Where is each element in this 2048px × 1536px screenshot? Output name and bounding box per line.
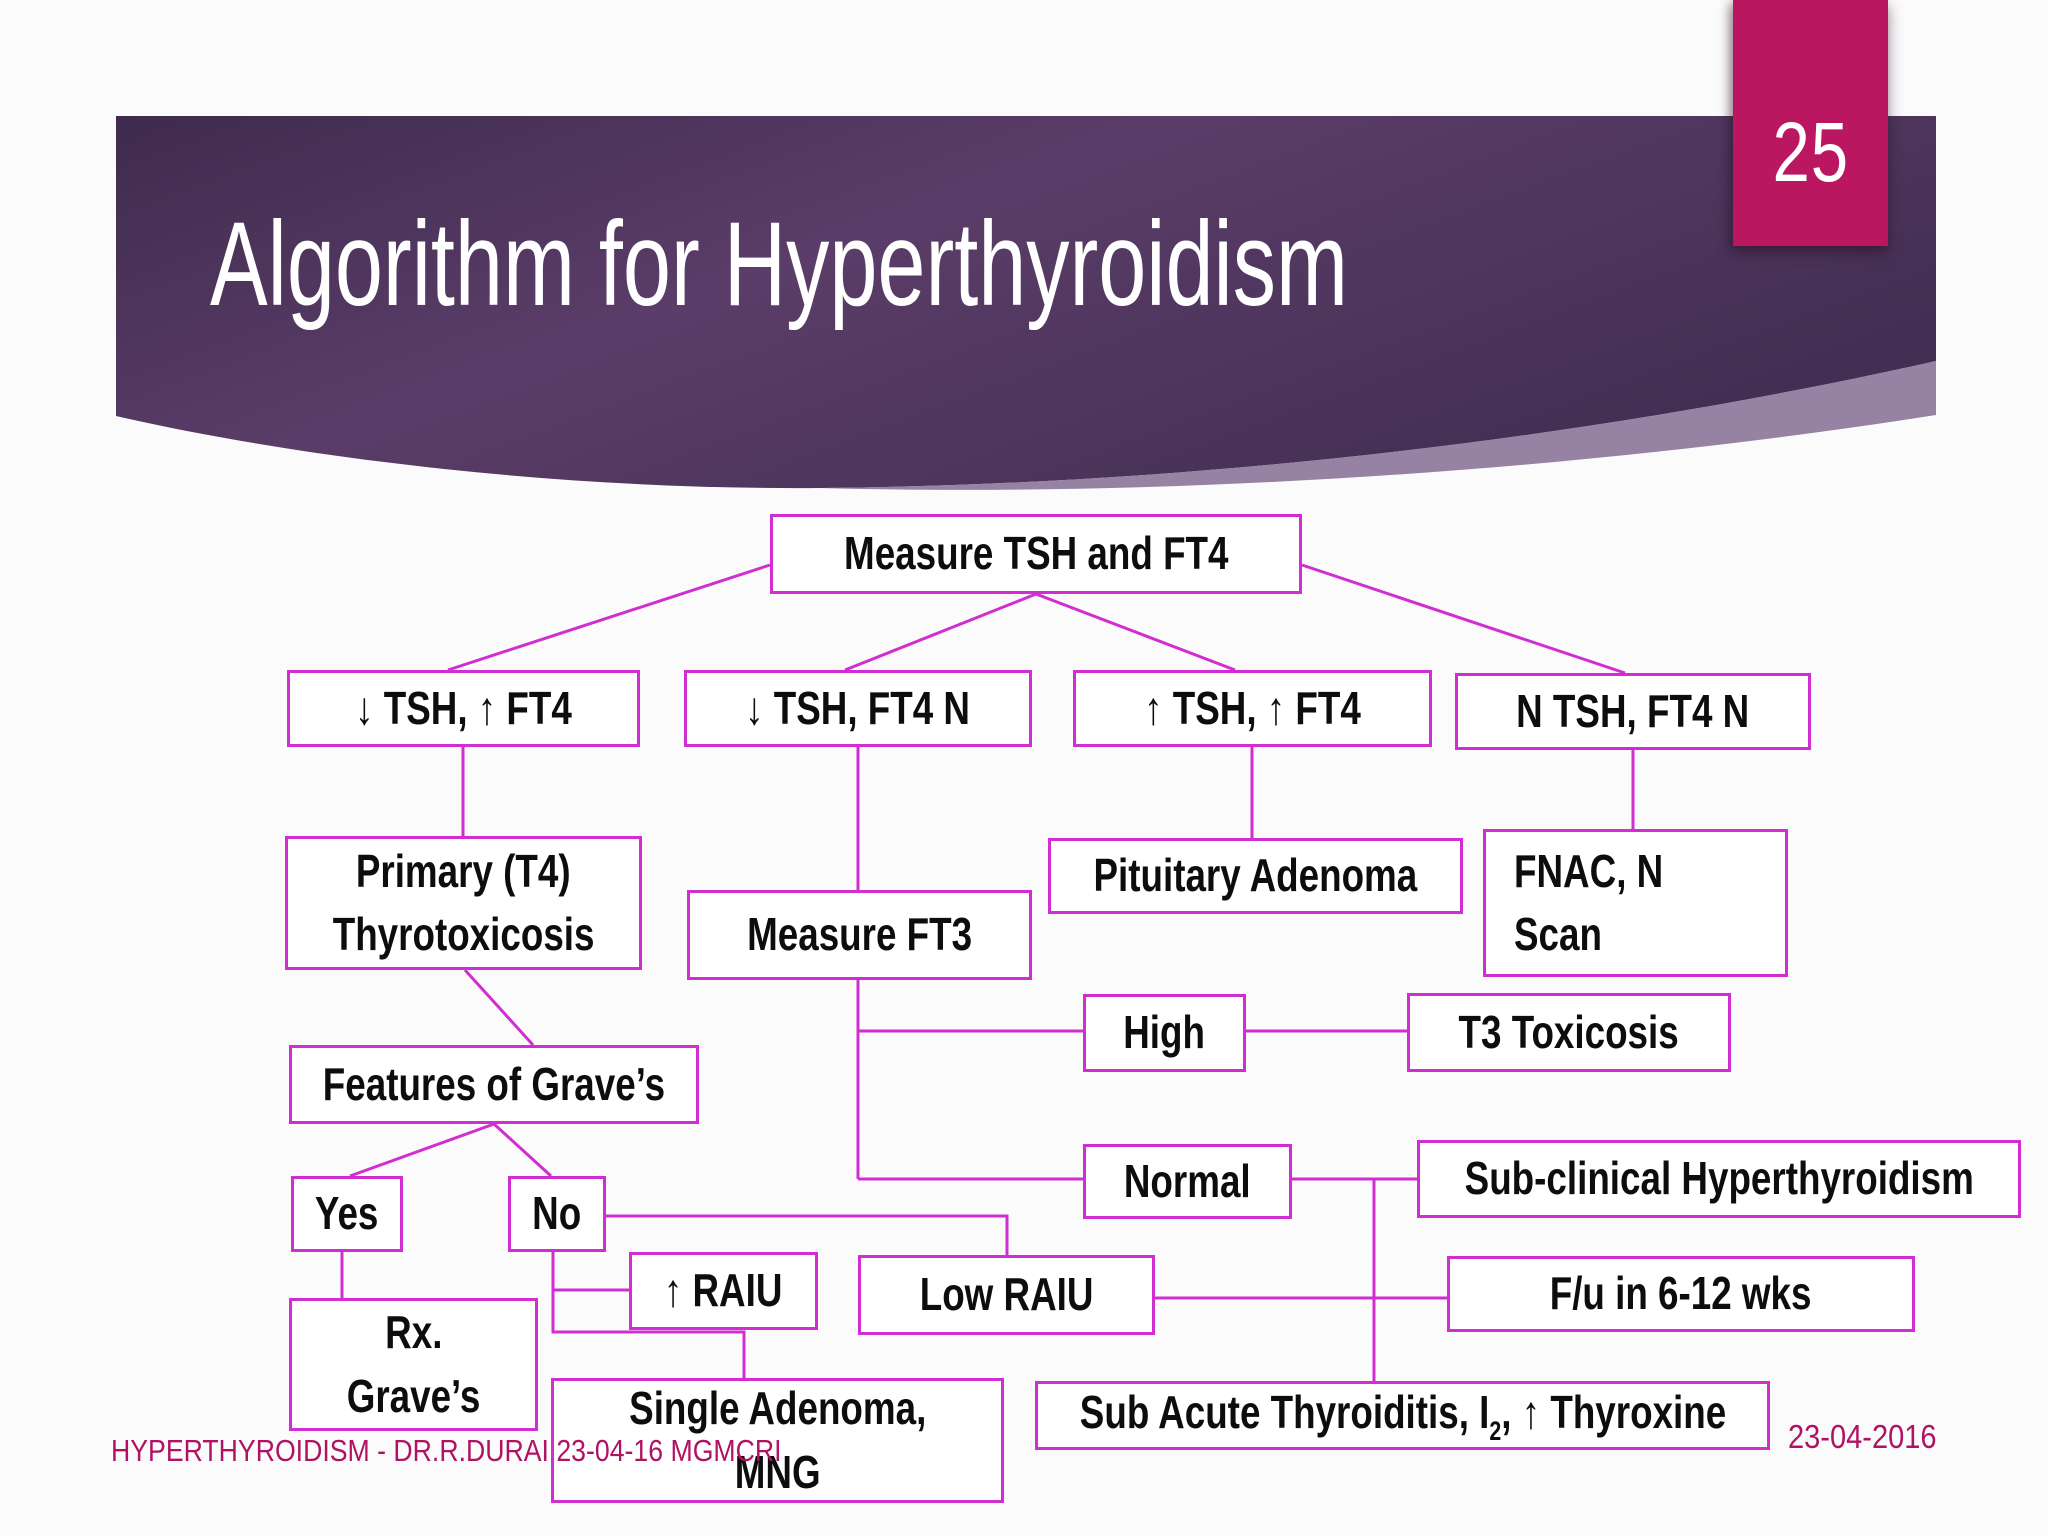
page-number-tab: 25 xyxy=(1733,0,1888,246)
node-label: ↑ TSH, ↑ FT4 xyxy=(1144,681,1361,734)
footer-date: 23-04-2016 xyxy=(1788,1418,1937,1455)
node-pituitary-adenoma: Pituitary Adenoma xyxy=(1048,838,1463,914)
node-label: Thyrotoxicosis xyxy=(332,908,595,960)
node-label: Measure FT3 xyxy=(747,908,972,961)
node-features-of-graves: Features of Grave’s xyxy=(289,1045,699,1124)
node-label: Grave’s xyxy=(346,1369,481,1422)
node-label: Normal xyxy=(1124,1154,1251,1207)
node-measure-tsh-ft4: Measure TSH and FT4 xyxy=(770,514,1302,594)
slide-title: Algorithm for Hyperthyroidism xyxy=(210,197,1348,331)
node-label-part: Sub Acute Thyroiditis, I xyxy=(1079,1386,1489,1439)
connector-line xyxy=(1035,592,1236,672)
node-label: Sub-clinical Hyperthyroidism xyxy=(1464,1152,1974,1205)
node-label: F/u in 6-12 wks xyxy=(1550,1267,1812,1320)
node-no: No xyxy=(508,1176,606,1252)
header-banner xyxy=(116,116,1936,490)
banner-wave xyxy=(820,361,1936,490)
node-low-raiu: Low RAIU xyxy=(858,1255,1155,1335)
connector-line xyxy=(551,1252,746,1378)
node-label: ↓ TSH, ↑ FT4 xyxy=(355,681,572,734)
node-sub-acute-thyroiditis: Sub Acute Thyroiditis, I2, ↑ Thyroxine xyxy=(1035,1381,1770,1450)
node-label: MNG xyxy=(734,1445,821,1498)
connector-line xyxy=(492,1122,553,1178)
node-t3-toxicosis: T3 Toxicosis xyxy=(1407,993,1731,1072)
node-label: Low RAIU xyxy=(919,1268,1094,1321)
node-fnac-n-scan: FNAC, N Scan xyxy=(1483,829,1788,977)
node-label: N TSH, FT4 N xyxy=(1516,684,1750,737)
node-normal: Normal xyxy=(1083,1144,1292,1219)
node-measure-ft3: Measure FT3 xyxy=(687,890,1032,980)
connector-line xyxy=(349,1122,495,1178)
node-raised-raiu: ↑ RAIU xyxy=(629,1252,818,1330)
node-label: High xyxy=(1123,1006,1206,1059)
connector-line xyxy=(1301,563,1626,675)
node-primary-t4-thyrotoxicosis: Primary (T4) Thyrotoxicosis xyxy=(285,836,642,970)
node-low-tsh-high-ft4: ↓ TSH, ↑ FT4 xyxy=(287,670,640,747)
node-label: Sub Acute Thyroiditis, I2, ↑ Thyroxine xyxy=(1079,1381,1725,1450)
node-label-subscript: 2 xyxy=(1488,1416,1501,1447)
node-label: ↓ TSH, FT4 N xyxy=(745,681,971,734)
node-label: Single Adenoma, xyxy=(628,1382,927,1435)
node-label: Primary (T4) xyxy=(356,844,571,897)
connector-line xyxy=(447,563,771,672)
node-label: Features of Grave’s xyxy=(322,1057,666,1110)
connector-line xyxy=(463,968,535,1047)
node-fu-6-12-wks: F/u in 6-12 wks xyxy=(1447,1256,1915,1332)
node-label-part: , ↑ Thyroxine xyxy=(1500,1386,1726,1439)
page-number: 25 xyxy=(1772,105,1849,199)
footer-credit: HYPERTHYROIDISM - DR.R.DURAI 23-04-16 MG… xyxy=(111,1433,782,1468)
banner-shape xyxy=(116,116,1936,489)
node-label: Pituitary Adenoma xyxy=(1093,849,1418,902)
node-label: Yes xyxy=(315,1187,379,1240)
node-label: T3 Toxicosis xyxy=(1458,1005,1680,1058)
node-label: Rx. xyxy=(384,1306,443,1359)
node-single-adenoma-mng: Single Adenoma, MNG xyxy=(551,1378,1004,1503)
node-sub-clinical-hyperthyroidism: Sub-clinical Hyperthyroidism xyxy=(1417,1140,2021,1218)
node-low-tsh-ft4-n: ↓ TSH, FT4 N xyxy=(684,670,1032,747)
node-label: No xyxy=(532,1187,582,1240)
node-label: Scan xyxy=(1514,908,1602,960)
node-yes: Yes xyxy=(291,1176,403,1252)
node-label: FNAC, N xyxy=(1514,844,1664,897)
node-label: ↑ RAIU xyxy=(664,1264,783,1317)
node-label: Measure TSH and FT4 xyxy=(843,527,1229,580)
node-high-tsh-high-ft4: ↑ TSH, ↑ FT4 xyxy=(1073,670,1432,747)
connector-line xyxy=(606,1214,1009,1255)
node-high: High xyxy=(1083,994,1246,1072)
node-n-tsh-ft4-n: N TSH, FT4 N xyxy=(1455,673,1811,750)
node-rx-graves: Rx. Grave’s xyxy=(289,1298,538,1431)
connector-line xyxy=(844,592,1037,672)
